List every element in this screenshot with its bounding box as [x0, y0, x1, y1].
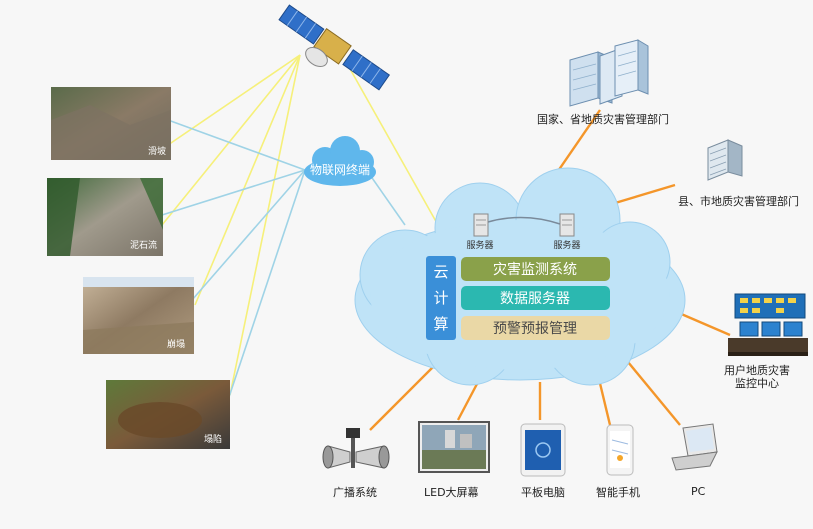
box-label: 灾害监测系统 [493, 261, 577, 278]
photo-collapse: 崩塌 [83, 277, 194, 354]
box-label: 数据服务器 [500, 291, 570, 307]
national-building-icon [569, 39, 649, 107]
led-screen-icon [418, 421, 490, 473]
link-satellite-landslide [167, 54, 301, 146]
link-cloud-led [456, 381, 480, 421]
national-agency-label: 国家、省地质灾害管理部门 [537, 113, 669, 126]
satellite-dish [305, 47, 328, 68]
server-label-left: 服务器 [466, 239, 493, 251]
photo-caption: 泥石流 [130, 239, 157, 251]
photo-debris-flow: 泥石流 [47, 178, 163, 256]
satellite-icon [278, 4, 391, 91]
photo-landslide: 滑坡 [51, 87, 171, 160]
photo-subsidence: 塌陷 [106, 380, 230, 449]
server-icon-right [559, 213, 575, 237]
server-link [487, 216, 561, 225]
monitor-center-icon [728, 293, 808, 356]
loudspeaker-icon [322, 428, 390, 469]
link-iot-collapse [191, 169, 306, 301]
link-satellite-debrisflow [161, 54, 301, 226]
cloud-icon [304, 136, 376, 186]
smartphone-icon [606, 424, 634, 476]
iot-terminal: 物联网终端 [304, 136, 376, 186]
photo-caption: 塌陷 [204, 433, 222, 445]
link-iot-cloud [369, 174, 406, 226]
link-satellite-subsidence [229, 54, 301, 396]
device-label-tablet: 平板电脑 [521, 486, 565, 499]
link-iot-landslide [167, 119, 306, 171]
cloud-computing-platform: 服务器 服务器 云 计 算 灾害监测系统 数据服务器 预警预报管理 [354, 167, 686, 386]
box-label: 预警预报管理 [493, 321, 577, 337]
satellite-links [161, 54, 439, 396]
photo-caption: 滑坡 [148, 145, 166, 157]
monitor-center-label: 用户地质灾害 监控中心 [724, 364, 790, 390]
device-label-pc: PC [691, 485, 706, 498]
link-satellite-cloud [344, 59, 439, 226]
iot-links [161, 119, 406, 401]
link-iot-subsidence [227, 169, 306, 401]
early-warning-box [461, 316, 610, 340]
disaster-monitoring-box [461, 257, 610, 281]
device-label-smartphone: 智能手机 [596, 486, 640, 499]
device-label-broadcast: 广播系统 [333, 486, 377, 499]
cloud-computing-side-box [426, 256, 456, 340]
link-iot-debrisflow [161, 169, 306, 216]
device-label-led: LED大屏幕 [424, 486, 479, 499]
county-agency-label: 县、市地质灾害管理部门 [678, 195, 799, 208]
link-cloud-pc [627, 361, 681, 426]
link-cloud-broadcast [369, 364, 436, 431]
data-server-box [461, 286, 610, 310]
county-building-icon [707, 139, 743, 181]
photo-caption: 崩塌 [167, 338, 185, 350]
side-char-3: 算 [433, 315, 448, 333]
server-icon-left [473, 213, 489, 237]
tablet-icon [520, 423, 566, 477]
laptop-icon [671, 423, 718, 471]
side-char-2: 计 [433, 289, 448, 307]
iot-terminal-label: 物联网终端 [310, 162, 370, 177]
link-satellite-collapse [194, 54, 301, 306]
server-label-right: 服务器 [553, 239, 580, 251]
side-char-1: 云 [433, 263, 448, 281]
